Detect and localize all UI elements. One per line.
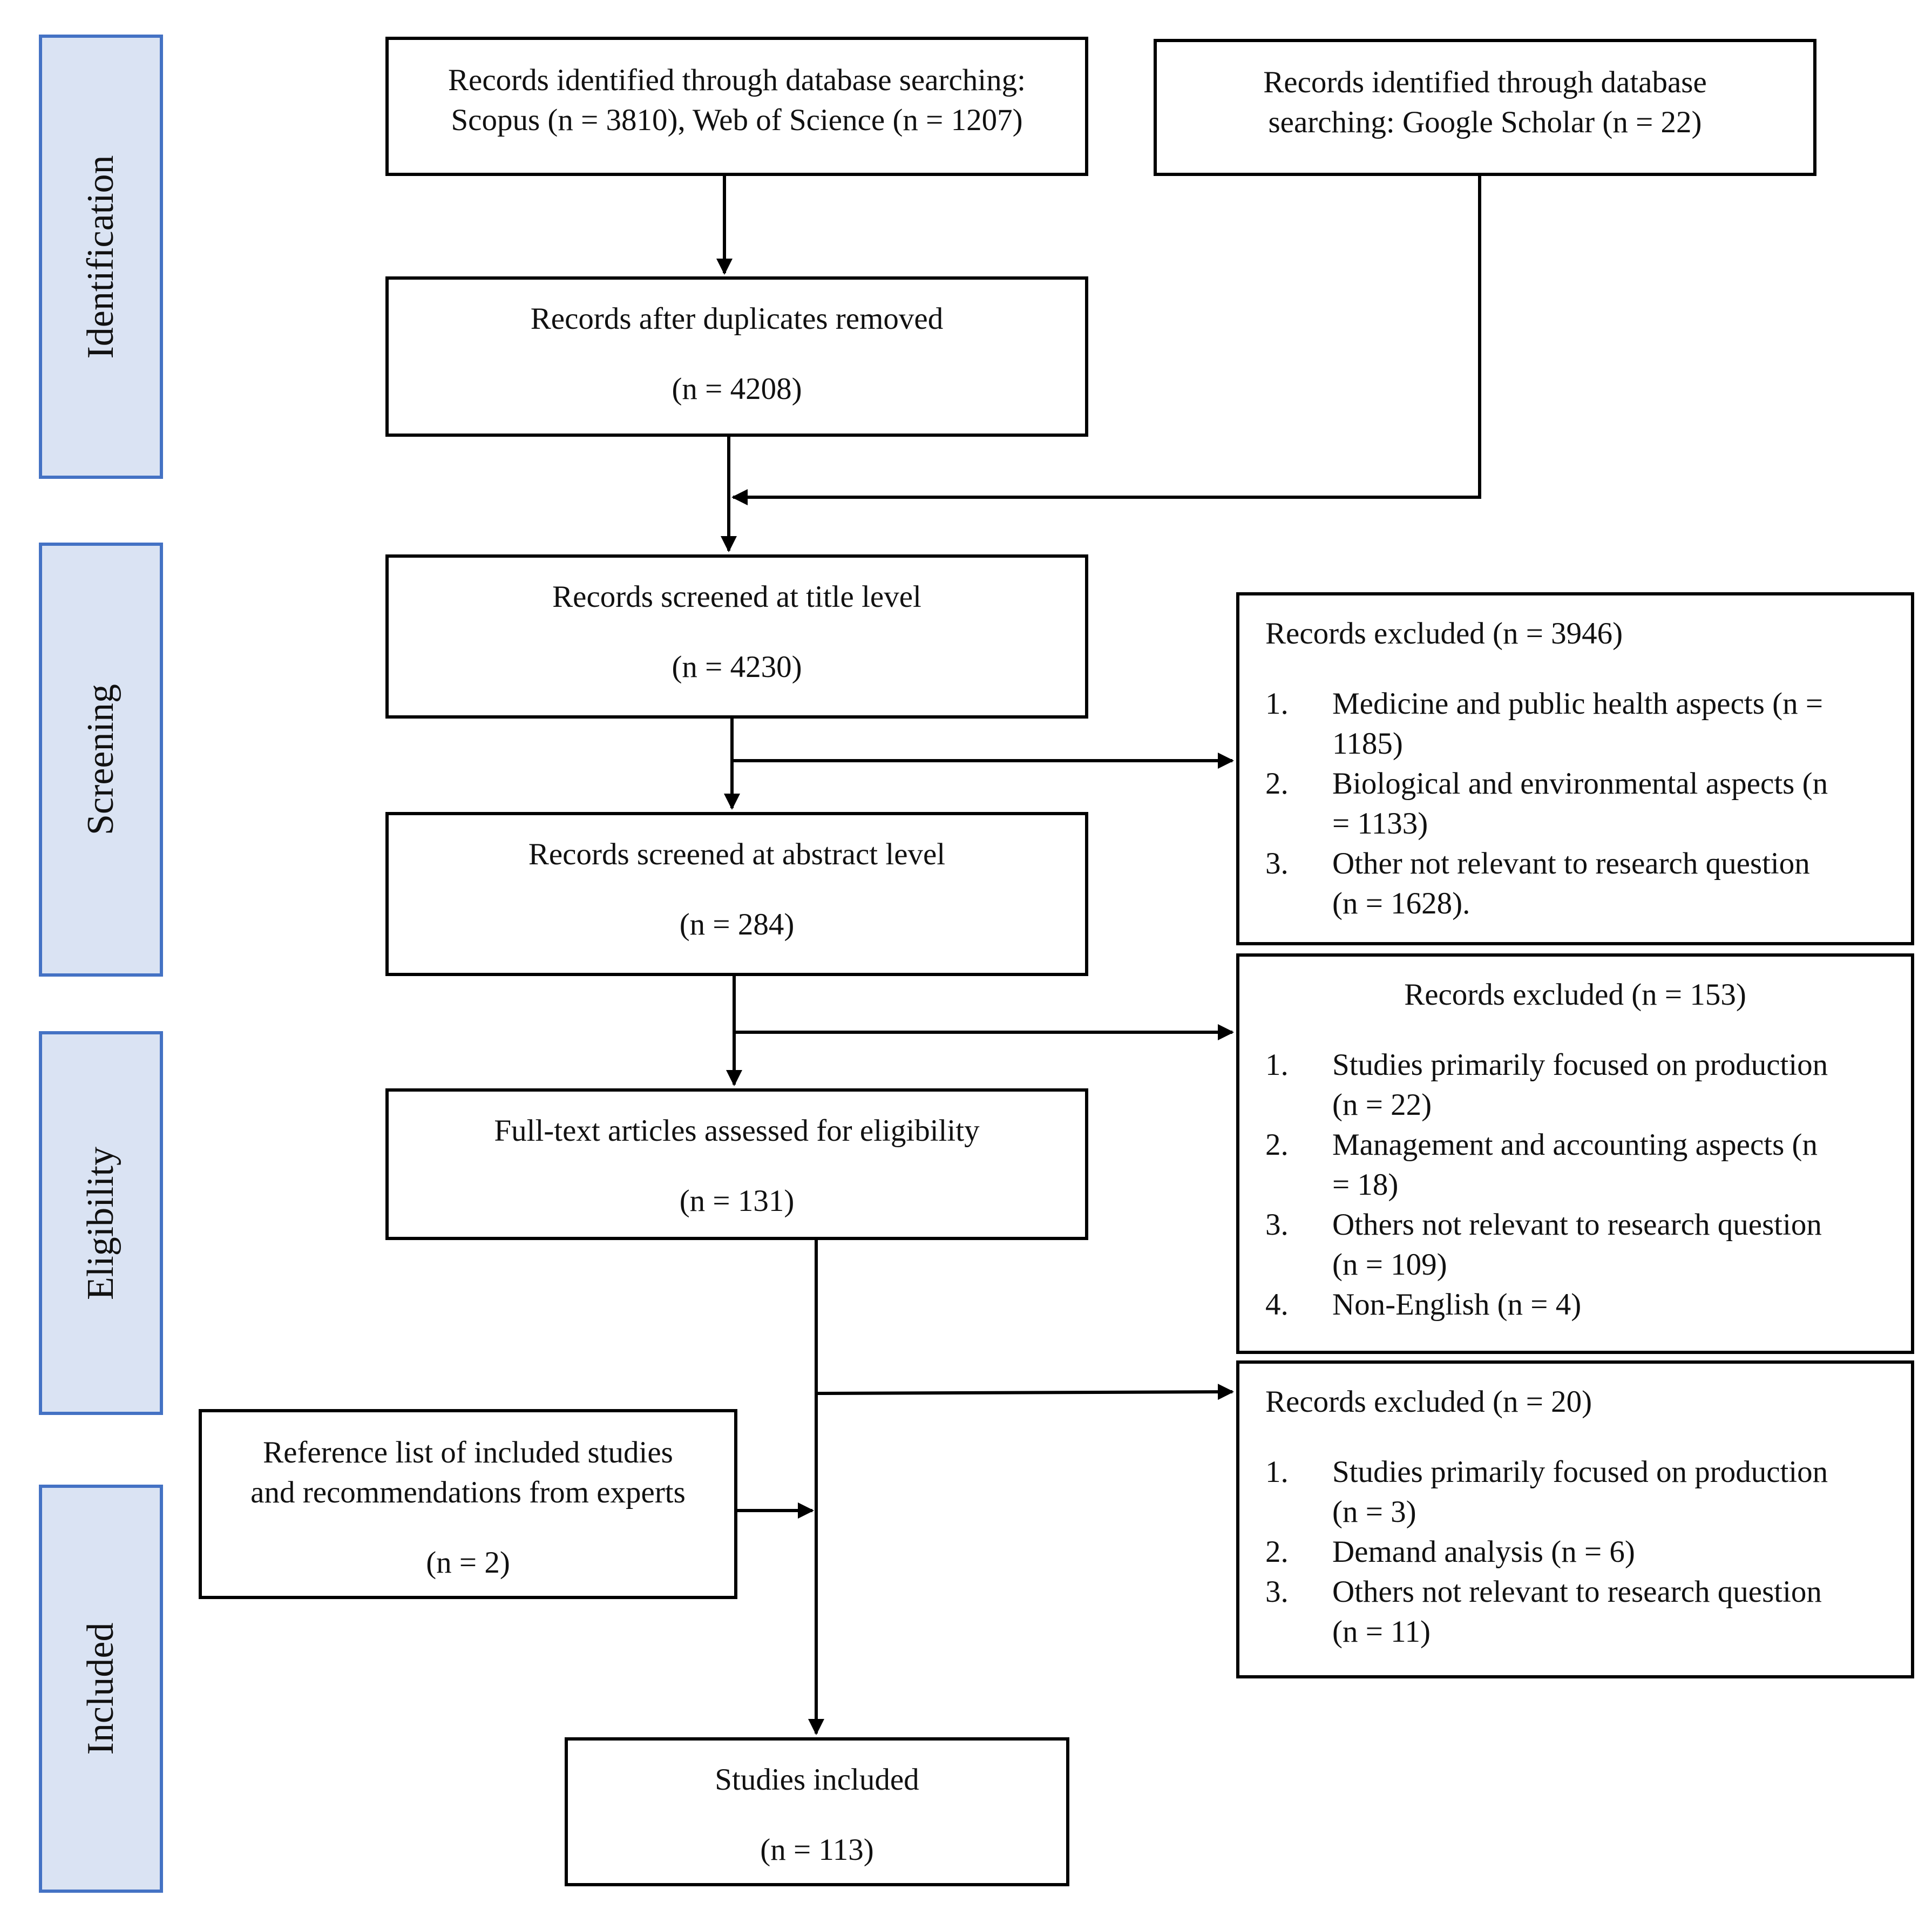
box-records-google-scholar-line1: Records identified through database [1263,65,1707,99]
phase-eligibility: Eligibility [39,1031,163,1415]
box-studies-included-title: Studies included [715,1763,919,1797]
box-full-text-assessed-count: (n = 131) [679,1184,795,1218]
list-item-line1: Medicine and public health aspects (n = [1332,687,1823,721]
box-full-text-assessed: Full-text articles assessed for eligibil… [385,1088,1088,1240]
list-item-text: Others not relevant to research question… [1332,1572,1911,1652]
list-item-number: 1. [1265,687,1289,721]
box-records-scopus-wos-line2: Scopus (n = 3810), Web of Science (n = 1… [451,103,1023,137]
box-reference-list-count: (n = 2) [426,1546,510,1580]
box-title-screening-count: (n = 4230) [672,650,802,684]
box-studies-included-count: (n = 113) [760,1833,874,1867]
list-item-line1: Management and accounting aspects (n [1332,1128,1818,1162]
box-abstract-screening: Records screened at abstract level (n = … [385,812,1088,976]
list-item-number: 1. [1265,1048,1289,1082]
list-item-text: Demand analysis (n = 6) [1332,1532,1911,1572]
list-item-text: Studies primarily focused on production … [1332,1045,1911,1125]
excluded-title-level-heading: Records excluded (n = 3946) [1265,617,1623,651]
list-item: 3. Others not relevant to research quest… [1239,1205,1911,1285]
list-item-number: 3. [1265,1575,1289,1609]
list-item-number: 3. [1265,1208,1289,1242]
excluded-title-level-list: 1. Medicine and public health aspects (n… [1239,684,1911,924]
list-item: 2. Demand analysis (n = 6) [1239,1532,1911,1572]
list-item-line2: (n = 11) [1332,1615,1431,1649]
list-item-line1: Other not relevant to research question [1332,847,1810,881]
list-item-line2: (n = 3) [1332,1495,1416,1529]
list-item: 1. Studies primarily focused on producti… [1239,1452,1911,1532]
phase-screening: Screening [39,543,163,977]
box-full-text-assessed-title: Full-text articles assessed for eligibil… [494,1114,980,1148]
box-duplicates-removed-count: (n = 4208) [672,372,802,406]
line-google-scholar-down [731,176,1481,505]
list-item-number: 4. [1265,1288,1289,1322]
box-records-google-scholar: Records identified through database sear… [1154,39,1816,176]
phase-included: Included [39,1485,163,1893]
list-item: 3. Other not relevant to research questi… [1239,844,1911,924]
list-item-line2: (n = 109) [1332,1248,1447,1282]
excluded-abstract-level-heading: Records excluded (n = 153) [1404,978,1746,1012]
box-abstract-screening-count: (n = 284) [679,908,795,942]
box-records-scopus-wos-line1: Records identified through database sear… [448,63,1026,97]
box-abstract-screening-title: Records screened at abstract level [528,837,946,871]
list-item-line1: Others not relevant to research question [1332,1575,1822,1609]
list-item-line1: Studies primarily focused on production [1332,1048,1828,1082]
excluded-full-text-level-heading: Records excluded (n = 20) [1265,1385,1592,1419]
box-excluded-title-level: Records excluded (n = 3946) 1. Medicine … [1236,592,1914,945]
box-records-google-scholar-line2: searching: Google Scholar (n = 22) [1268,105,1702,139]
list-item-line1: Biological and environmental aspects (n [1332,767,1828,801]
list-item: 2. Biological and environmental aspects … [1239,764,1911,844]
box-duplicates-removed: Records after duplicates removed (n = 42… [385,276,1088,437]
box-studies-included: Studies included (n = 113) [565,1737,1069,1886]
list-item-text: Studies primarily focused on production … [1332,1452,1911,1532]
box-reference-list-line1: Reference list of included studies [263,1436,673,1470]
list-item: 1. Studies primarily focused on producti… [1239,1045,1911,1125]
box-title-screening: Records screened at title level (n = 423… [385,554,1088,719]
list-item-text: Medicine and public health aspects (n = … [1332,684,1911,764]
list-item-number: 2. [1265,1128,1289,1162]
box-reference-list: Reference list of included studies and r… [199,1409,737,1599]
arrow-full-text-to-excluded [816,1384,1234,1400]
list-item-number: 2. [1265,1535,1289,1569]
list-item-line1: Demand analysis (n = 6) [1332,1535,1635,1569]
list-item-line1: Studies primarily focused on production [1332,1455,1828,1489]
list-item-text: Others not relevant to research question… [1332,1205,1911,1285]
list-item-line1: Others not relevant to research question [1332,1208,1822,1242]
list-item-line2: (n = 1628). [1332,886,1470,920]
list-item-line2: (n = 22) [1332,1088,1432,1122]
box-reference-list-line2: and recommendations from experts [250,1475,686,1509]
list-item-line2: = 18) [1332,1168,1399,1202]
phase-identification: Identification [39,35,163,479]
box-excluded-abstract-level: Records excluded (n = 153) 1. Studies pr… [1236,953,1914,1354]
box-excluded-full-text-level: Records excluded (n = 20) 1. Studies pri… [1236,1360,1914,1678]
box-records-scopus-wos: Records identified through database sear… [385,37,1088,176]
list-item-text: Management and accounting aspects (n = 1… [1332,1125,1911,1205]
list-item: 3. Others not relevant to research quest… [1239,1572,1911,1652]
list-item-line1: Non-English (n = 4) [1332,1288,1582,1322]
list-item-line2: 1185) [1332,727,1403,761]
list-item-number: 1. [1265,1455,1289,1489]
list-item-text: Biological and environmental aspects (n … [1332,764,1911,844]
excluded-abstract-level-list: 1. Studies primarily focused on producti… [1239,1045,1911,1325]
list-item-number: 3. [1265,847,1289,881]
list-item: 1. Medicine and public health aspects (n… [1239,684,1911,764]
list-item-text: Non-English (n = 4) [1332,1285,1911,1325]
list-item-line2: = 1133) [1332,807,1428,841]
list-item: 4. Non-English (n = 4) [1239,1285,1911,1325]
box-title-screening-title: Records screened at title level [552,580,921,614]
excluded-full-text-level-list: 1. Studies primarily focused on producti… [1239,1452,1911,1652]
list-item-text: Other not relevant to research question … [1332,844,1911,924]
list-item: 2. Management and accounting aspects (n … [1239,1125,1911,1205]
box-duplicates-removed-title: Records after duplicates removed [530,302,944,336]
list-item-number: 2. [1265,767,1289,801]
